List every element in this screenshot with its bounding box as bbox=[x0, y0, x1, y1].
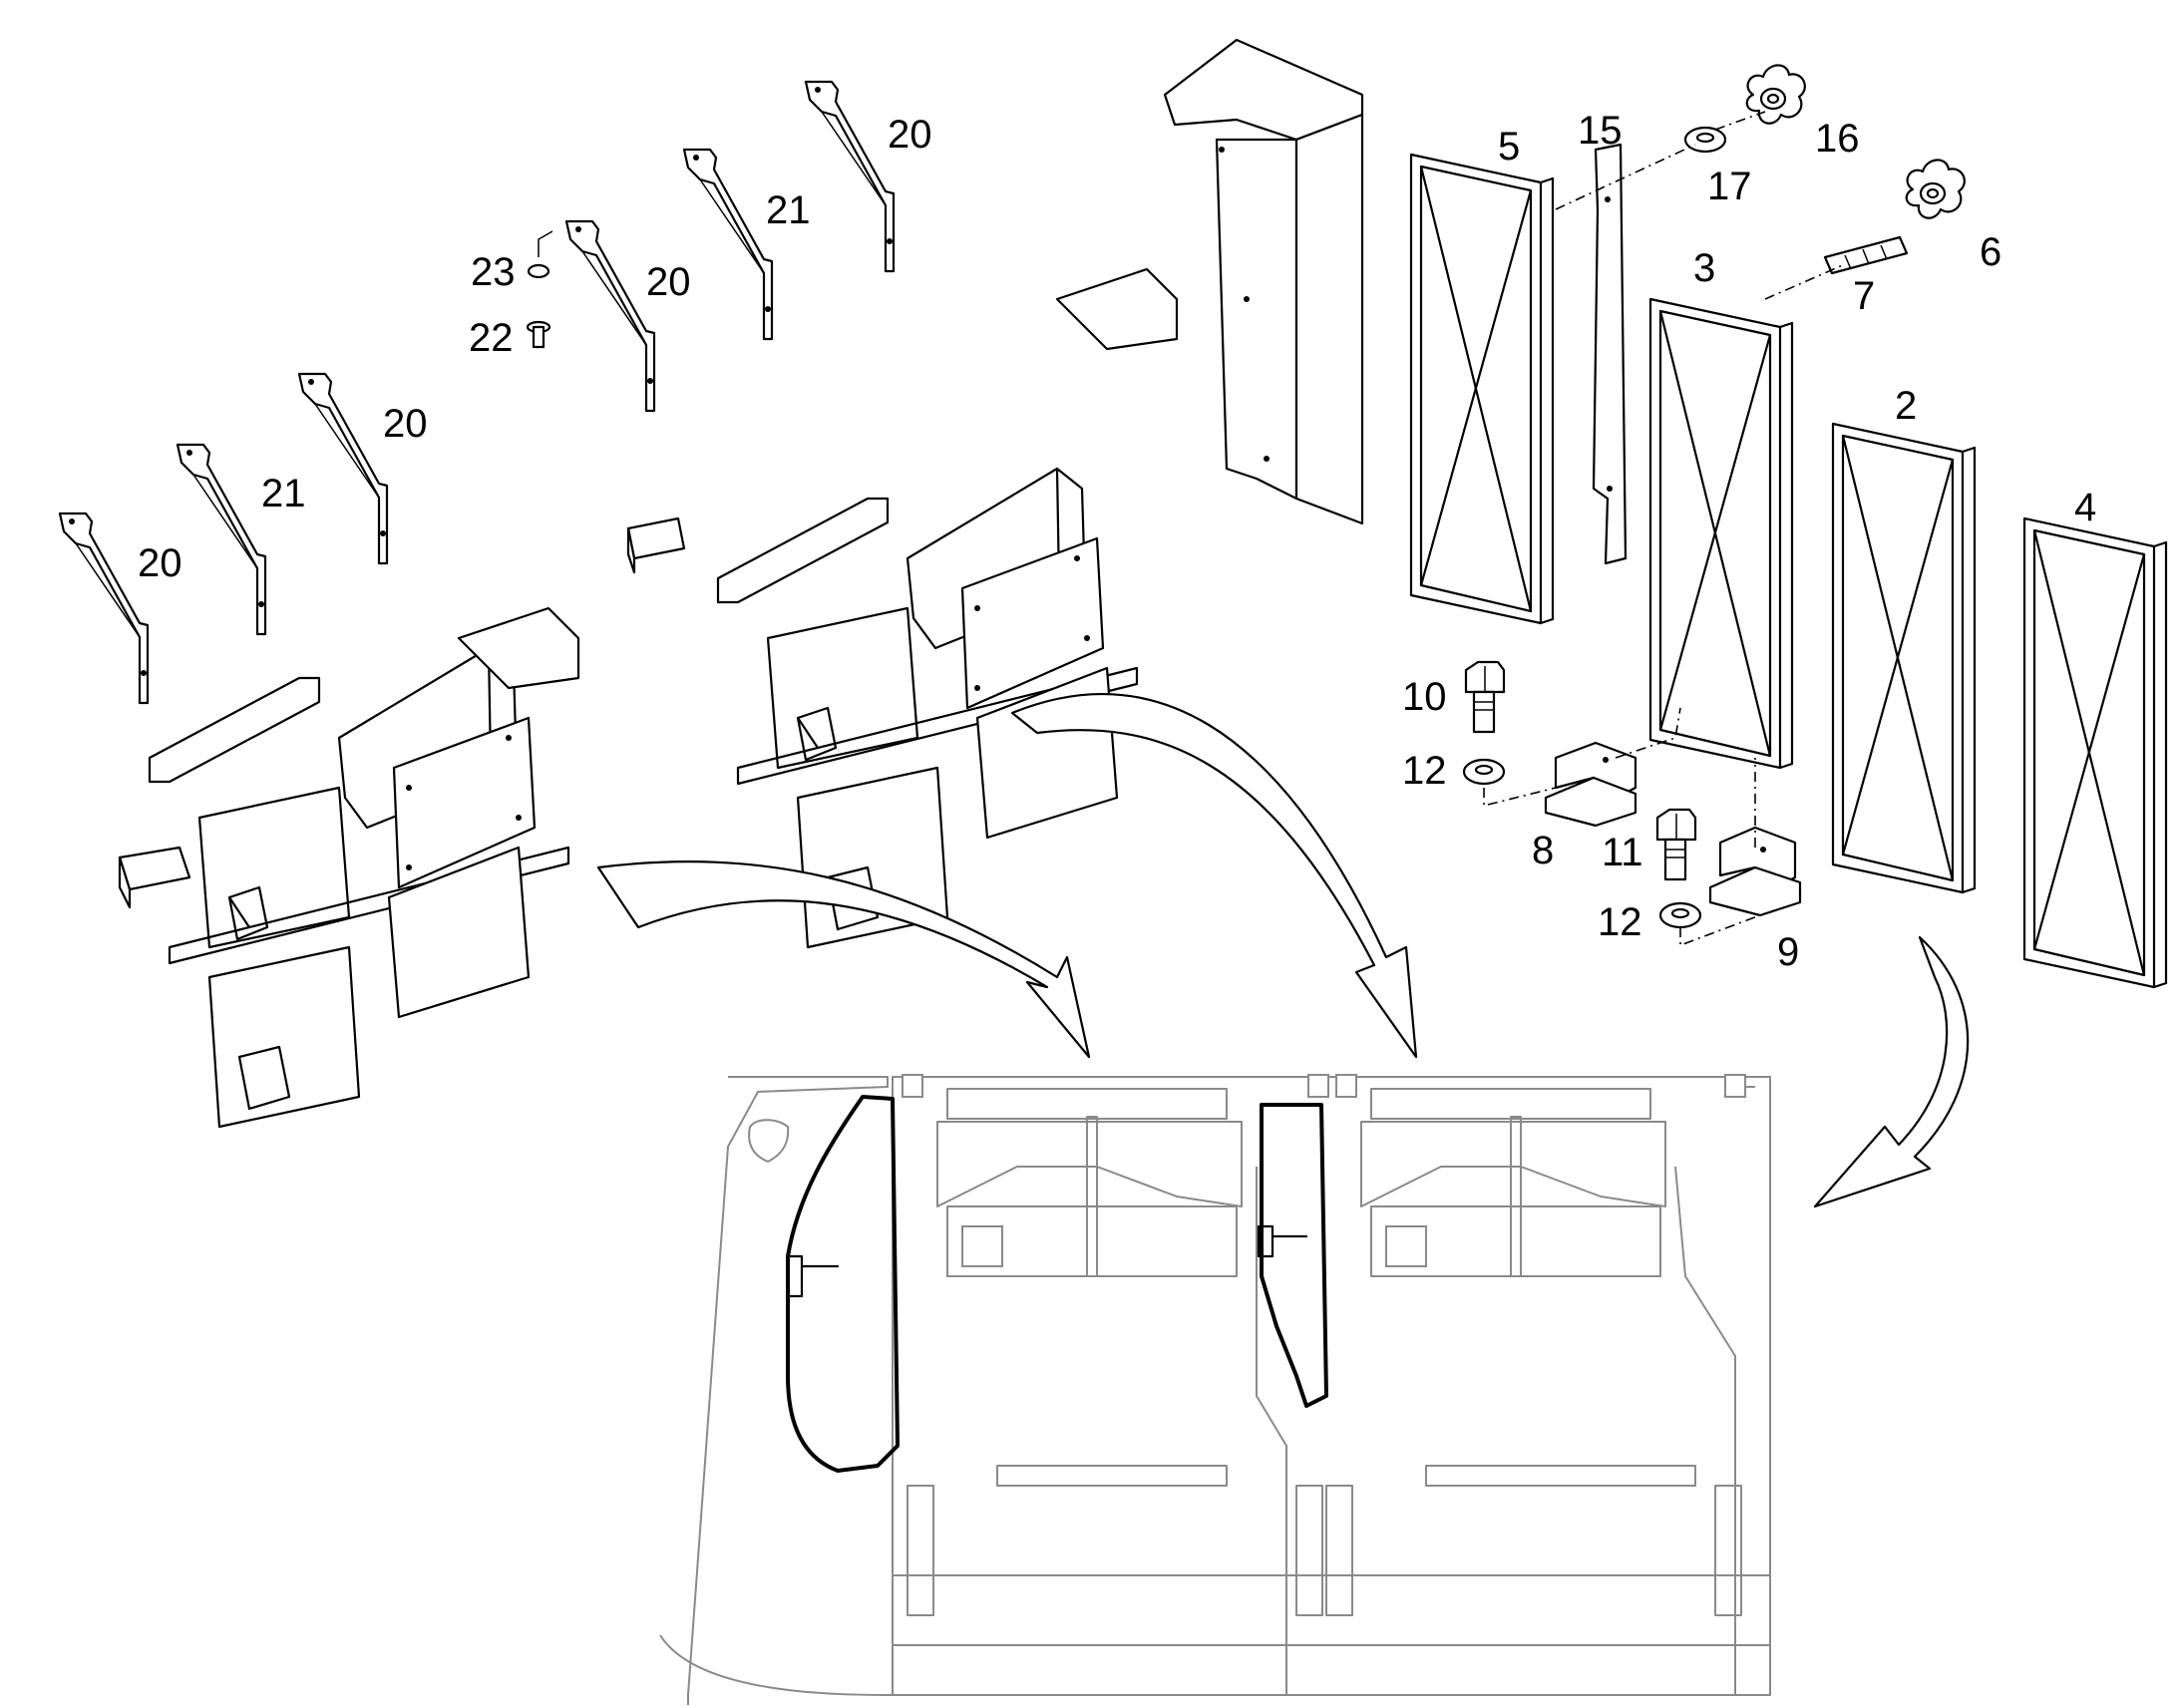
stud-7 bbox=[1823, 235, 1909, 275]
callout-9: 9 bbox=[1777, 930, 1799, 974]
knob-6 bbox=[1905, 159, 1966, 219]
clip-8 bbox=[1544, 741, 1637, 828]
callout-10: 10 bbox=[1402, 675, 1447, 719]
bracket-20-a bbox=[58, 512, 150, 705]
arrow-left bbox=[596, 860, 1091, 1059]
bracket-21-a bbox=[176, 443, 267, 636]
callout-17: 17 bbox=[1707, 165, 1752, 208]
callout-21-b: 21 bbox=[766, 188, 811, 232]
callout-12-b: 12 bbox=[1598, 900, 1642, 944]
bracket-20-d bbox=[804, 80, 896, 273]
housing-assembly-left bbox=[118, 606, 580, 1129]
bracket-20-c bbox=[564, 219, 656, 413]
knob-16 bbox=[1745, 64, 1806, 125]
callout-3: 3 bbox=[1693, 246, 1715, 290]
bracket-21-b bbox=[682, 148, 774, 341]
filter-frame-5 bbox=[1409, 153, 1555, 625]
callout-20-c: 20 bbox=[646, 260, 691, 304]
filter-frame-3 bbox=[1648, 297, 1794, 770]
arrow-middle bbox=[1010, 693, 1418, 1059]
installed-panel-middle bbox=[1257, 1103, 1328, 1408]
arrow-right bbox=[1813, 935, 1970, 1208]
callout-16: 16 bbox=[1815, 117, 1860, 161]
callout-11: 11 bbox=[1602, 831, 1643, 874]
screw-22 bbox=[526, 320, 551, 349]
duct-cover bbox=[1163, 38, 1364, 525]
callout-21-a: 21 bbox=[261, 472, 306, 515]
callout-20-b: 20 bbox=[383, 402, 428, 446]
clip-9 bbox=[1708, 826, 1802, 917]
bolt-10 bbox=[1464, 660, 1506, 734]
machine-base-view bbox=[659, 1074, 1771, 1705]
filter-frame-2 bbox=[1831, 422, 1977, 894]
strip-15 bbox=[1592, 143, 1628, 565]
bracket-20-b bbox=[297, 372, 389, 565]
callout-23: 23 bbox=[471, 250, 516, 294]
washer-12-b bbox=[1658, 901, 1702, 929]
washer-17 bbox=[1683, 126, 1727, 154]
callout-4: 4 bbox=[2074, 486, 2096, 529]
callout-15: 15 bbox=[1578, 109, 1623, 153]
callout-20-d: 20 bbox=[888, 113, 932, 157]
callout-12-a: 12 bbox=[1402, 749, 1447, 793]
housing-assembly-right bbox=[626, 267, 1179, 949]
callout-20-a: 20 bbox=[138, 541, 182, 585]
callout-8: 8 bbox=[1532, 829, 1554, 872]
filter-frame-4 bbox=[2022, 516, 2168, 989]
callout-5: 5 bbox=[1498, 125, 1520, 169]
callout-22: 22 bbox=[469, 316, 514, 360]
callout-6: 6 bbox=[1980, 230, 2001, 274]
callout-7: 7 bbox=[1853, 274, 1875, 318]
bolt-11 bbox=[1655, 808, 1697, 881]
callout-2: 2 bbox=[1895, 384, 1917, 428]
installed-panel-left bbox=[786, 1095, 900, 1473]
washer-12-a bbox=[1462, 758, 1506, 786]
washer-23 bbox=[527, 230, 553, 279]
